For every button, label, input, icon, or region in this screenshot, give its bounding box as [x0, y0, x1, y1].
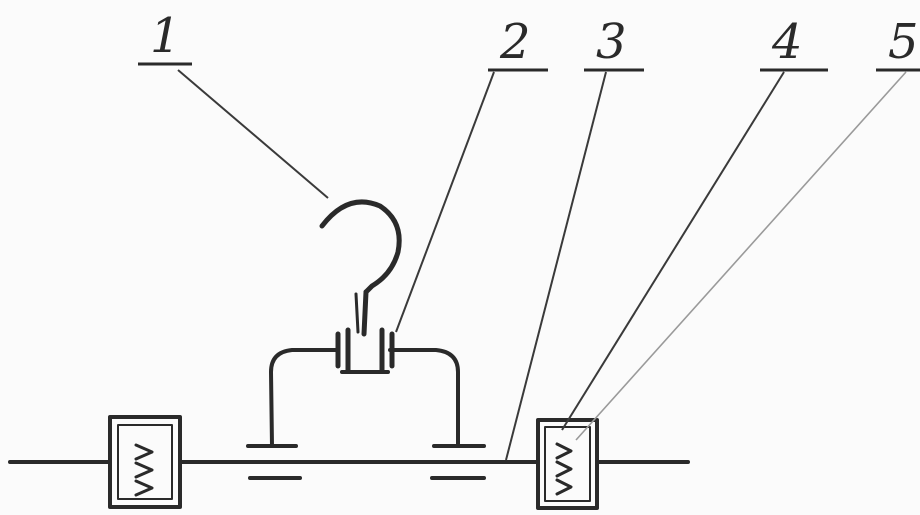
left-box-chevron-1 [134, 443, 154, 461]
leader-line-2 [395, 71, 495, 333]
left-box-chevron-3 [134, 479, 154, 497]
right-impedance-box [536, 418, 599, 510]
hook-stem-shadow [354, 292, 360, 334]
callout-1: 1 [138, 8, 192, 66]
right-box-outline [536, 418, 599, 510]
callout-number-3: 3 [596, 14, 627, 70]
hook-probe [319, 199, 402, 337]
capacitor-element [335, 327, 395, 374]
right-box-chevron-1 [555, 442, 573, 460]
bridge-wires [269, 348, 460, 448]
callout-2: 2 [488, 14, 548, 72]
right-box-chevron-2 [555, 460, 573, 478]
left-box-outline [108, 415, 182, 509]
right-box-inner [544, 426, 591, 502]
leader-lines [177, 69, 907, 461]
left-bridge-wire [269, 348, 338, 448]
callout-3: 3 [584, 14, 644, 72]
leader-line-4 [561, 71, 785, 431]
callout-number-5: 5 [888, 14, 919, 70]
leader-line-5 [575, 71, 907, 441]
hook-curve [319, 199, 402, 295]
callout-4: 4 [760, 14, 828, 72]
leader-line-3 [505, 71, 607, 461]
left-box-chevron-2 [134, 461, 154, 479]
callout-number-2: 2 [499, 14, 531, 70]
callout-5: 5 [876, 14, 920, 72]
leader-line-1 [177, 69, 329, 199]
left-box-inner [117, 424, 173, 500]
right-bridge-wire [388, 348, 460, 448]
callout-number-1: 1 [150, 8, 181, 64]
right-box-chevron-3 [555, 478, 573, 496]
callout-number-4: 4 [771, 14, 803, 70]
left-impedance-box [108, 415, 182, 509]
hook-stem [361, 289, 369, 337]
